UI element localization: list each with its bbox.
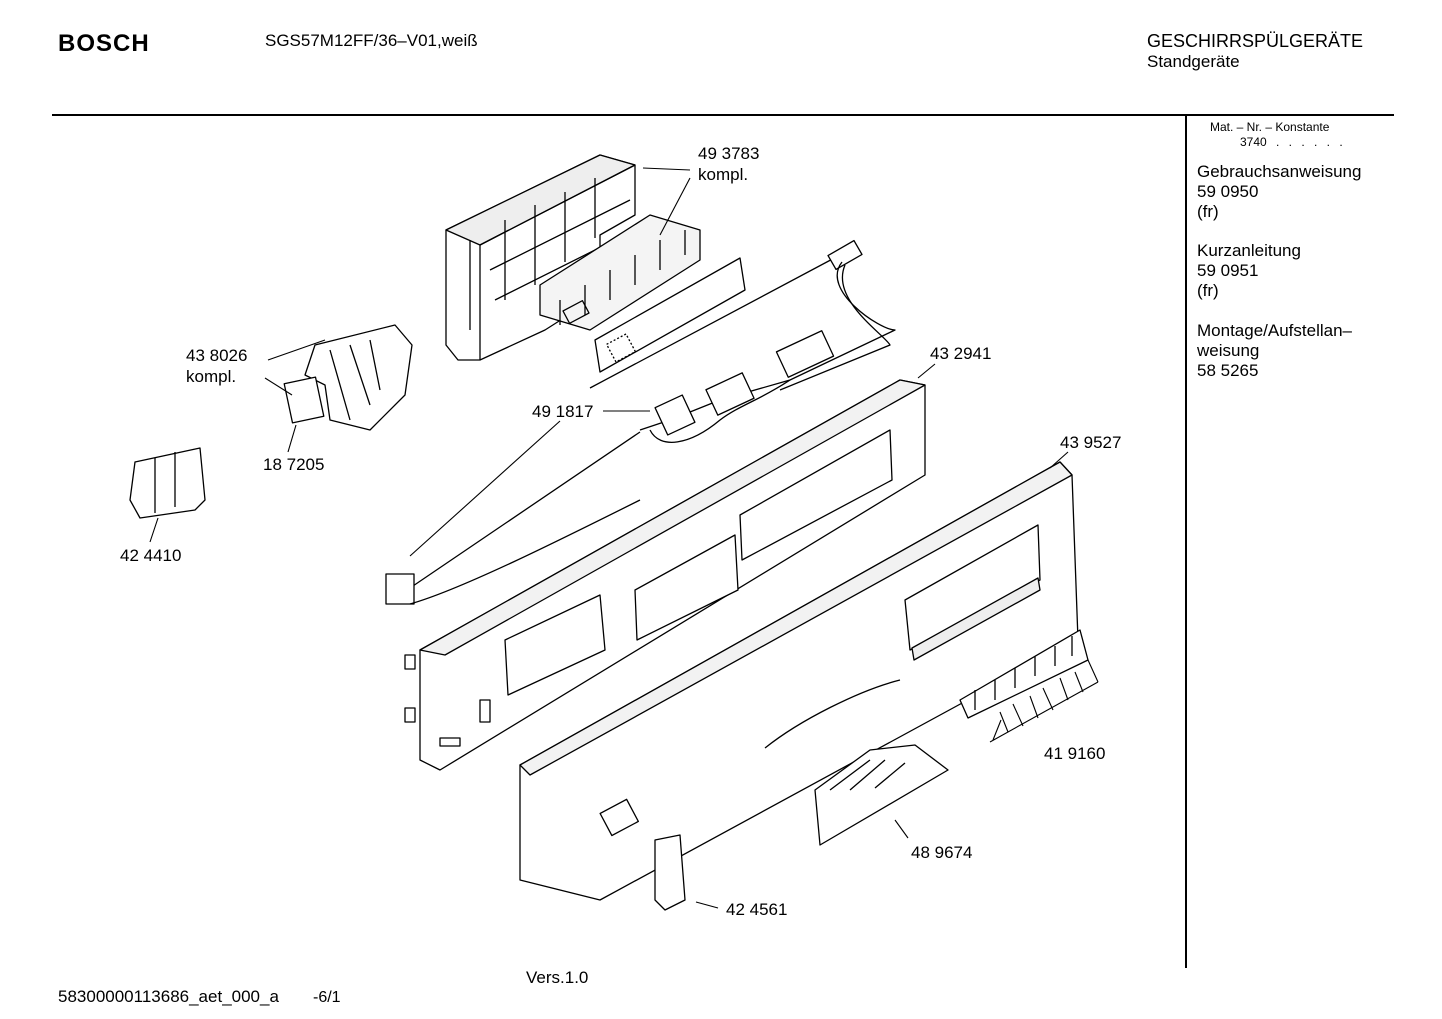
header-divider <box>52 114 1394 116</box>
callout-438026: 43 8026 <box>186 346 248 365</box>
doc-quickguide-title: Kurzanleitung <box>1197 241 1301 260</box>
category-subtitle: Standgeräte <box>1147 52 1240 71</box>
front-panel-drawing <box>519 461 1079 901</box>
mat-dots: . . . . . . <box>1276 135 1346 149</box>
doc-installation-title-2: weisung <box>1197 341 1260 360</box>
doc-installation-number: 58 5265 <box>1197 361 1259 380</box>
mat-label: Mat. – Nr. – Konstante <box>1210 120 1330 134</box>
doc-manual: Gebrauchsanweisung 59 0950 (fr) <box>1197 162 1361 222</box>
doc-quickguide-lang: (fr) <box>1197 281 1219 300</box>
callout-439527: 43 9527 <box>1060 433 1122 452</box>
sidebar-divider <box>1185 116 1187 968</box>
brand-logo: BOSCH <box>58 30 150 57</box>
wiring-harness-drawing <box>385 239 896 605</box>
front-frame-drawing <box>404 379 926 771</box>
exploded-diagram <box>129 154 1099 911</box>
document-id: 58300000113686_aet_000_a <box>58 987 279 1006</box>
mat-value: 3740 <box>1240 135 1267 149</box>
callout-424410: 42 4410 <box>120 546 182 565</box>
callout-493783: 49 3783 <box>698 144 760 163</box>
doc-installation-title-1: Montage/Aufstellan– <box>1197 321 1352 340</box>
control-module-drawing <box>445 154 746 373</box>
small-parts-drawings <box>129 324 1089 911</box>
doc-manual-lang: (fr) <box>1197 202 1219 221</box>
callout-424561: 42 4561 <box>726 900 788 919</box>
callout-438026-note: kompl. <box>186 367 237 386</box>
doc-quickguide: Kurzanleitung 59 0951 (fr) <box>1197 241 1301 301</box>
callout-187205: 18 7205 <box>263 455 325 474</box>
leader-lines <box>149 167 1099 909</box>
category-title: GESCHIRRSPÜLGERÄTE <box>1147 31 1364 51</box>
version-label: Vers.1.0 <box>526 968 589 987</box>
callout-489674: 48 9674 <box>911 843 973 862</box>
callout-419160: 41 9160 <box>1044 744 1106 763</box>
doc-installation: Montage/Aufstellan– weisung 58 5265 <box>1197 321 1352 381</box>
doc-quickguide-number: 59 0951 <box>1197 261 1259 280</box>
page-number: -6/1 <box>313 989 341 1006</box>
doc-manual-number: 59 0950 <box>1197 182 1259 201</box>
model-number: SGS57M12FF/36–V01,weiß <box>265 31 478 50</box>
callout-491817: 49 1817 <box>532 402 594 421</box>
callout-432941: 43 2941 <box>930 344 992 363</box>
callout-493783-note: kompl. <box>698 165 749 184</box>
doc-manual-title: Gebrauchsanweisung <box>1197 162 1362 181</box>
